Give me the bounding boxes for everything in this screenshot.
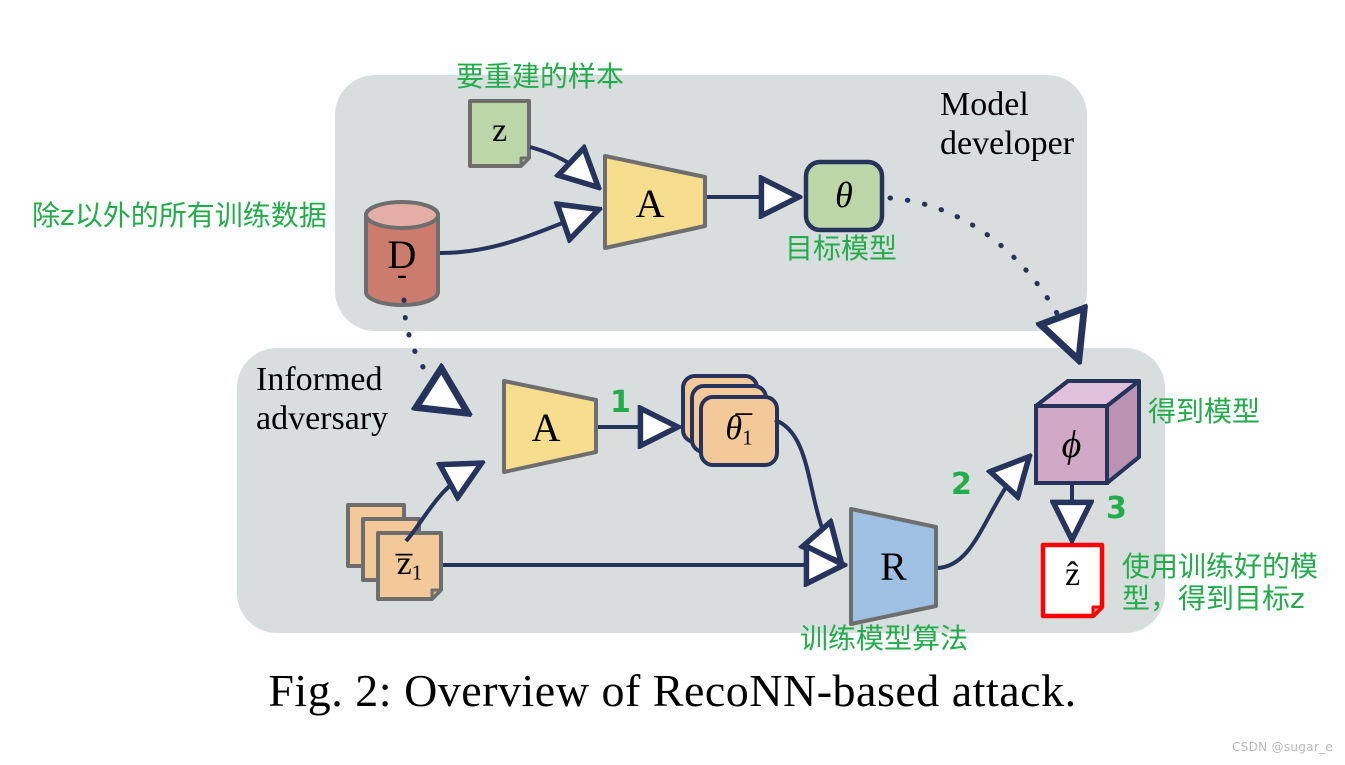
caption-reconstructor: 训练模型算法	[800, 622, 969, 655]
panel-title-model-developer: Model developer	[940, 86, 1075, 163]
node-label-z-bar: z̅1	[378, 545, 441, 585]
node-label-algorithm-top: A	[635, 181, 665, 226]
step-number-1: 1	[610, 385, 631, 420]
caption-phi: 得到模型	[1148, 395, 1261, 428]
theta-bar-glyph: θ̅	[725, 410, 743, 447]
node-label-dataset-sub: -	[397, 258, 407, 291]
caption-z-hat: 使用训练好的模 型，得到目标z	[1122, 550, 1319, 616]
z-bar-subscript: 1	[411, 560, 423, 585]
node-label-theta-bar: θ̅1	[701, 410, 777, 450]
step-number-3: 3	[1106, 491, 1127, 526]
node-label-reconstructor: R	[880, 544, 907, 589]
step-number-2: 2	[951, 467, 972, 502]
caption-theta: 目标模型	[785, 232, 898, 265]
node-label-dataset: D	[387, 232, 417, 277]
node-label-phi: ϕ	[1061, 424, 1082, 466]
node-label-algorithm-bottom: A	[531, 405, 561, 450]
panel-title-informed-adversary: Informed adversary	[256, 361, 389, 438]
caption-dataset: 除z以外的所有训练数据	[32, 199, 327, 232]
node-label-theta: θ	[835, 175, 853, 215]
watermark: CSDN @sugar_e	[1232, 740, 1334, 754]
caption-z-sample: 要重建的样本	[456, 60, 625, 93]
z-bar-glyph: z̅	[396, 545, 412, 582]
node-label-z-hat: ẑ	[1064, 556, 1081, 593]
figure-caption: Fig. 2: Overview of RecoNN-based attack.	[268, 665, 1077, 716]
node-label-z: z	[491, 112, 508, 149]
theta-bar-subscript: 1	[742, 425, 753, 450]
